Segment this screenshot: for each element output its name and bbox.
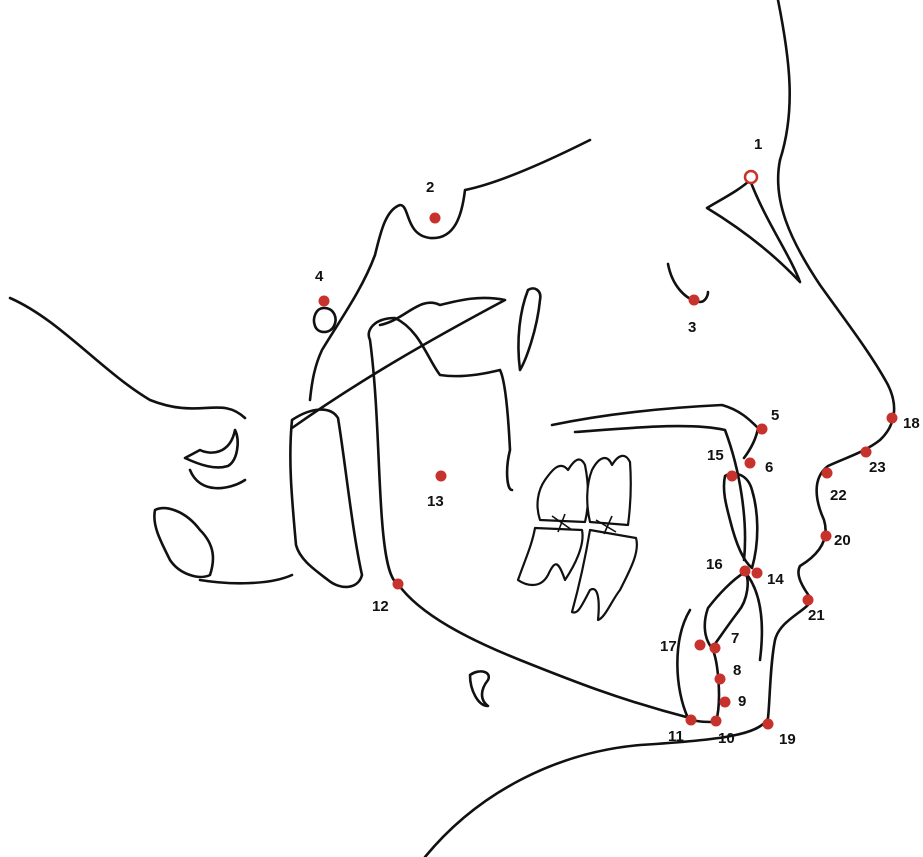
landmark-label-6: 6 [765,459,773,476]
landmark-label-16: 16 [706,556,723,573]
landmark-label-3: 3 [688,319,696,336]
landmark-point-9 [720,697,731,708]
landmark-point-22 [822,468,833,479]
landmark-label-23: 23 [869,459,886,476]
landmark-point-11 [686,715,697,726]
landmark-label-1: 1 [754,136,762,153]
upper-molar-first [538,460,589,522]
landmark-point-2 [430,213,441,224]
lower-incisor [705,572,748,648]
landmark-label-20: 20 [834,532,851,549]
vertebra-body [190,470,292,583]
landmark-label-13: 13 [427,493,444,510]
coronoid-process [518,288,540,370]
lower-molar-first [518,528,583,585]
hyoid-bone [470,671,489,706]
landmark-label-8: 8 [733,662,741,679]
landmark-label-14: 14 [767,571,784,588]
porion-ring [314,308,336,332]
landmark-point-14 [752,568,763,579]
landmark-point-1 [745,171,757,183]
landmark-label-15: 15 [707,447,724,464]
sella-turcica [310,140,590,400]
vertebra-c3 [154,508,213,577]
landmark-point-6 [745,458,756,469]
landmark-label-22: 22 [830,487,847,504]
frontal-contour [778,0,790,160]
landmark-label-17: 17 [660,638,677,655]
landmark-point-23 [861,447,872,458]
landmark-point-12 [393,579,404,590]
orbit-contour [668,264,708,302]
vertebra-c1 [185,430,238,467]
landmark-label-12: 12 [372,598,389,615]
landmark-point-17 [695,640,706,651]
landmark-point-21 [803,595,814,606]
upper-molar-second [587,456,631,525]
landmark-point-13 [436,471,447,482]
landmark-label-18: 18 [903,415,920,432]
landmark-point-10 [711,716,722,727]
landmark-point-3 [689,295,700,306]
landmark-point-16 [740,566,751,577]
landmark-point-19 [763,719,774,730]
soft-tissue-profile [425,160,894,857]
landmark-point-5 [757,424,768,435]
mandible-contour [369,318,690,718]
landmark-label-19: 19 [779,731,796,748]
landmark-label-7: 7 [731,630,739,647]
landmark-label-10: 10 [718,730,735,747]
nasal-ala [707,180,800,282]
landmark-point-20 [821,531,832,542]
landmark-label-21: 21 [808,607,825,624]
landmark-point-8 [715,674,726,685]
cranial-base [10,298,245,418]
vertebra-c2 [290,410,362,587]
landmark-label-9: 9 [738,693,746,710]
landmark-label-5: 5 [771,407,779,424]
landmark-point-18 [887,413,898,424]
landmark-point-7 [710,643,721,654]
landmark-point-4 [319,296,330,307]
landmark-label-11: 11 [668,728,684,745]
landmark-label-4: 4 [315,268,324,285]
landmark-point-15 [727,471,738,482]
landmark-label-2: 2 [426,179,434,196]
